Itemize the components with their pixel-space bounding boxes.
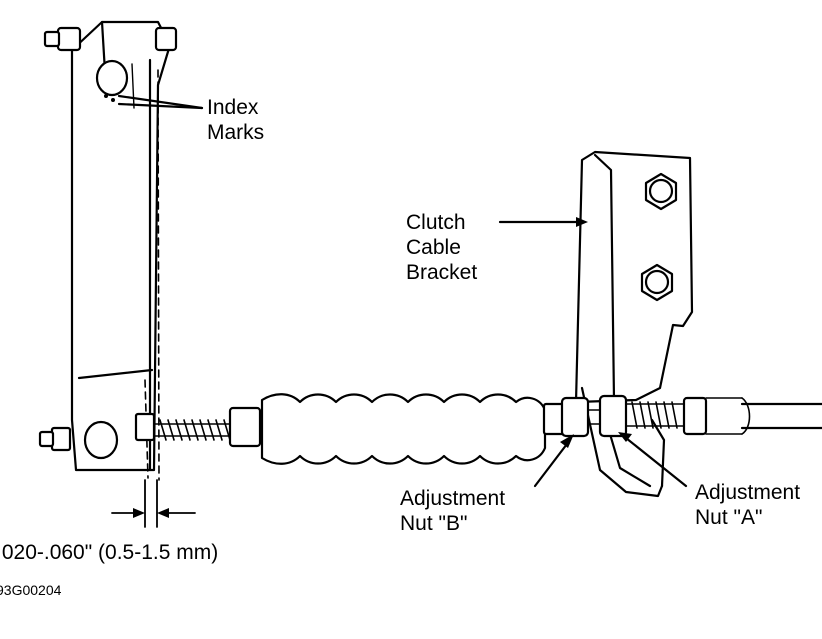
cable-end <box>542 394 822 438</box>
nut-a-line-1: Adjustment <box>695 481 801 504</box>
nut-a-leader <box>624 436 688 488</box>
threaded-rod <box>134 406 262 448</box>
nut-b-arrowhead <box>560 434 574 448</box>
index-marks-line-1: Index <box>207 96 259 119</box>
index-marks-leader <box>117 94 204 110</box>
adjustment-nut-b-label: Adjustment Nut "B" <box>400 486 505 536</box>
rubber-boot <box>260 393 547 465</box>
nut-a-line-2: Nut "A" <box>695 506 763 529</box>
nut-a-arrowhead <box>618 432 632 442</box>
index-marks-line-2: Marks <box>207 121 265 144</box>
adjustment-nut-a-label: Adjustment Nut "A" <box>695 480 800 530</box>
release-lever <box>38 20 178 481</box>
figure-id: 93G00204 <box>0 582 62 598</box>
bracket-label-line-1: Clutch <box>406 211 466 234</box>
bracket-arrowhead <box>576 217 588 227</box>
clutch-cable-bracket-label: Clutch Cable Bracket <box>406 210 477 285</box>
nut-b-line-1: Adjustment <box>400 487 506 510</box>
bracket-label-line-2: Cable <box>406 236 461 259</box>
clearance-dimension <box>111 479 196 528</box>
index-marks-label: Index Marks <box>207 95 264 145</box>
nut-b-line-2: Nut "B" <box>400 512 468 535</box>
bracket-label-line-3: Bracket <box>406 261 478 284</box>
clearance-spec-label: .020-.060" (0.5-1.5 mm) <box>0 541 219 564</box>
nut-b-leader <box>533 438 572 488</box>
